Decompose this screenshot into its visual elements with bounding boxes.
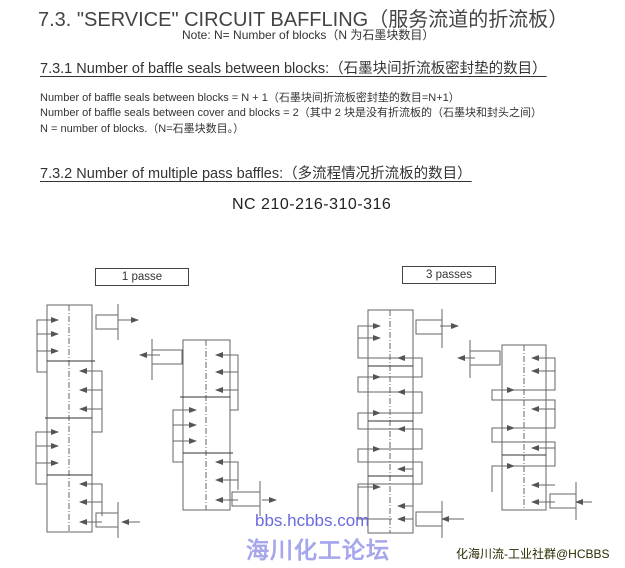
nozzle <box>231 491 261 507</box>
paragraph-line: N = number of blocks.（N=石墨块数目。） <box>40 123 245 135</box>
diagram-label-3-passes: 3 passes <box>402 266 496 284</box>
nozzle <box>95 512 119 528</box>
nozzle <box>415 319 443 335</box>
section-title: 7.3. "SERVICE" CIRCUIT BAFFLING（服务流道的折流板… <box>38 9 569 31</box>
model-number: NC 210-216-310-316 <box>232 196 392 213</box>
watermark-url: bbs.hcbbs.com <box>255 511 370 530</box>
nozzle <box>151 349 183 365</box>
block-stack-3passes-right <box>457 340 592 520</box>
watermark-forum: 海川化工论坛 <box>246 537 390 563</box>
block-stack-1pass-right <box>139 339 277 516</box>
paragraph-line: Number of baffle seals between cover and… <box>40 107 542 119</box>
diagram-label-1-pass: 1 passe <box>95 268 189 286</box>
block-stack-3passes-left <box>357 309 464 538</box>
subsection-heading-7-3-2: 7.3.2 Number of multiple pass baffles:（多… <box>40 166 472 182</box>
paragraph-line: Number of baffle seals between blocks = … <box>40 92 460 104</box>
watermark-community: 化海川流-工业社群@HCBBS <box>456 547 610 561</box>
note-text: Note: N= Number of blocks（N 为石墨块数目） <box>182 28 435 42</box>
nozzle <box>549 493 577 509</box>
subsection-heading-7-3-1: 7.3.1 Number of baffle seals between blo… <box>40 61 547 77</box>
block-stack-1pass-left <box>35 304 140 538</box>
nozzle <box>95 314 119 330</box>
nozzle <box>415 511 443 527</box>
